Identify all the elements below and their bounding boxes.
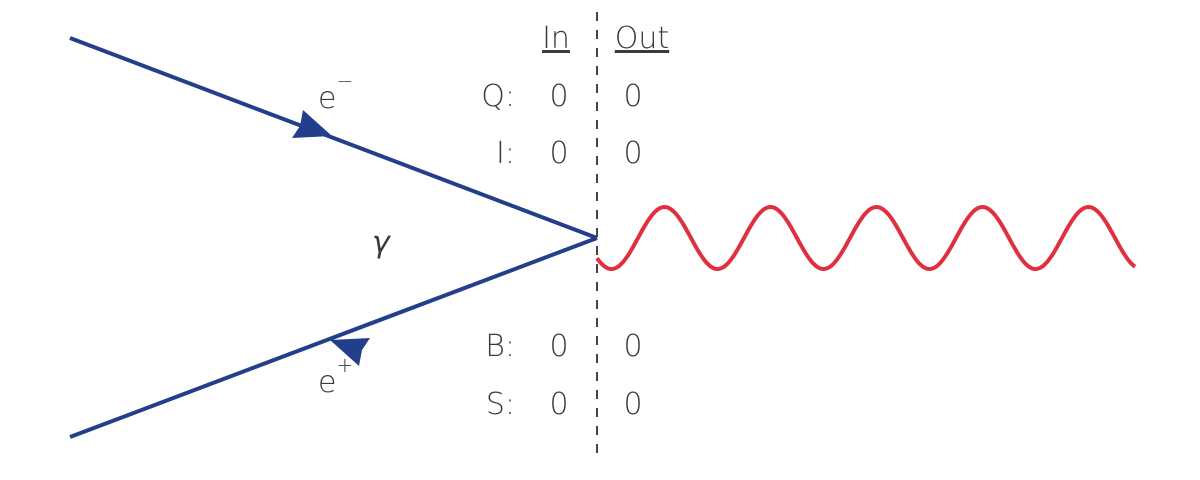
photon-label: γ [372, 225, 392, 260]
row-out: 0 [623, 79, 642, 114]
electron-line [69, 36, 598, 240]
row-label: S: [486, 387, 515, 422]
row-s: S: 0 0 [486, 387, 643, 422]
photon-wave [595, 204, 1137, 272]
row-out: 0 [623, 387, 642, 422]
positron-line [69, 236, 598, 439]
positron-label: e+ [318, 353, 353, 400]
row-out: 0 [623, 329, 642, 364]
header-out: Out [615, 21, 669, 56]
electron-label: e− [318, 69, 353, 116]
row-label: B: [485, 329, 515, 364]
row-in: 0 [549, 79, 568, 114]
row-b: B: 0 0 [485, 329, 642, 364]
row-in: 0 [549, 136, 568, 171]
header-in: In [542, 21, 570, 56]
row-q: Q: 0 0 [481, 79, 642, 114]
row-out: 0 [623, 136, 642, 171]
row-in: 0 [549, 329, 568, 364]
positron-arrow-icon [330, 338, 370, 366]
row-in: 0 [549, 387, 568, 422]
electron-arrow-icon [292, 110, 332, 138]
row-i: I: 0 0 [496, 136, 643, 171]
row-label: I: [496, 136, 515, 171]
row-label: Q: [481, 79, 515, 114]
